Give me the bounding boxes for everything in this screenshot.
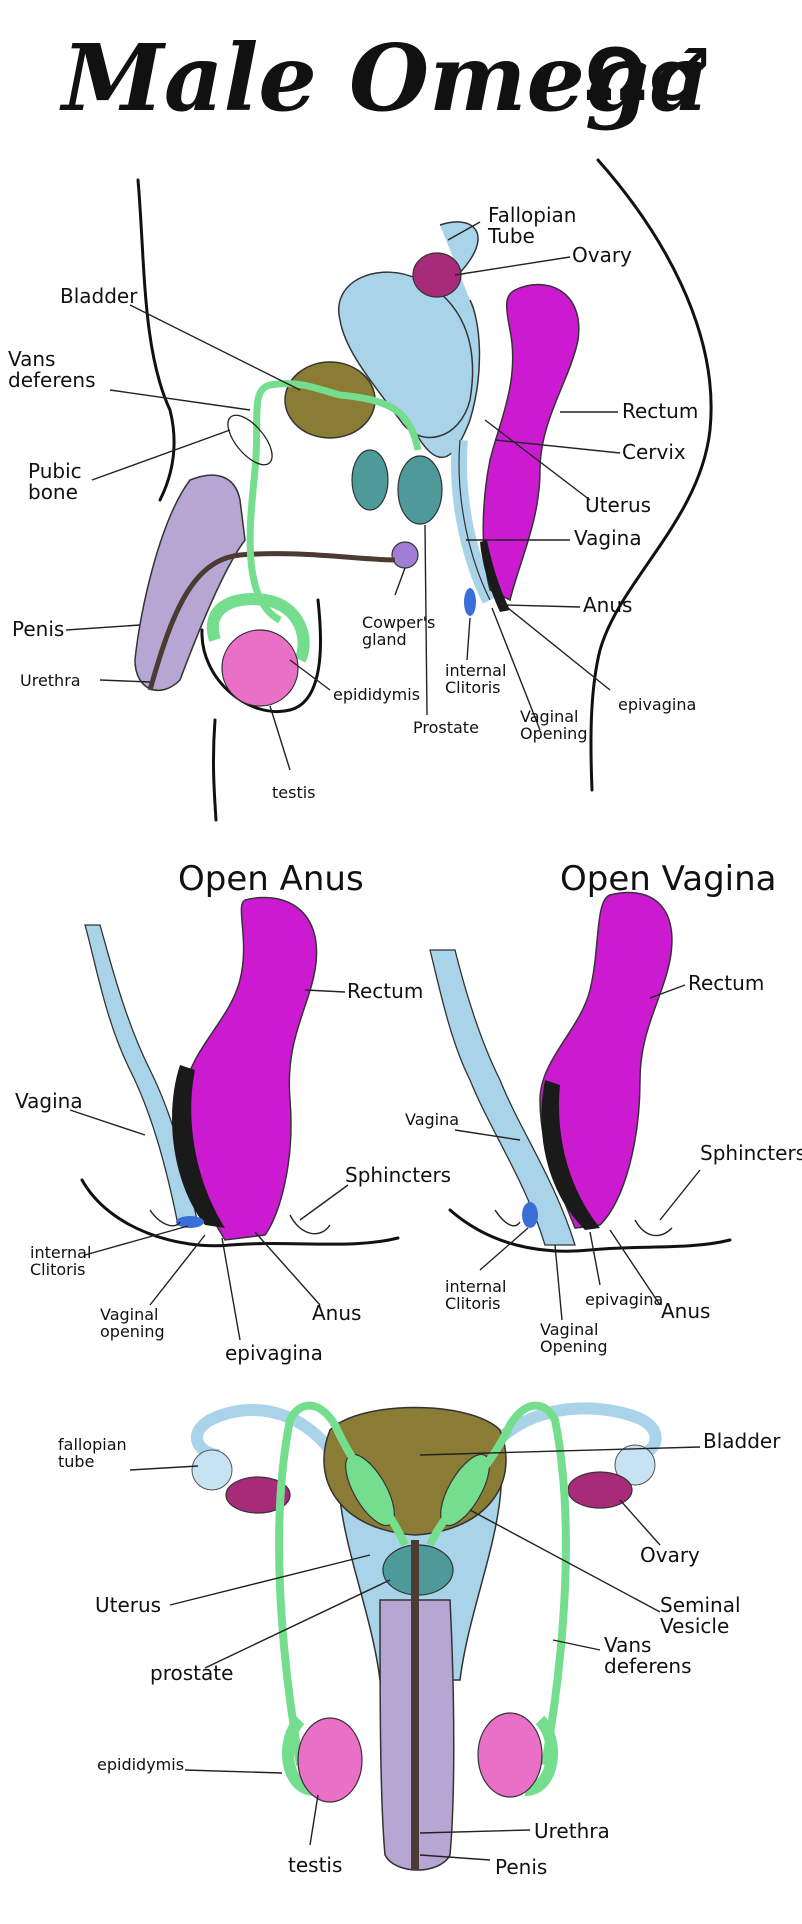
label-ovary: Ovary xyxy=(572,243,632,267)
label-testis: testis xyxy=(272,783,316,802)
internal-clitoris-shape xyxy=(464,588,476,616)
front-label-uterus: Uterus xyxy=(95,1593,161,1617)
open-vagina-title: Open Vagina xyxy=(560,859,776,899)
scrotum-outline xyxy=(200,598,323,713)
label-epididymis: epididymis xyxy=(333,685,420,704)
label-prostate: Prostate xyxy=(413,718,479,737)
open-anus-label-epivagina: epivagina xyxy=(225,1341,323,1365)
cowpers-gland-shape xyxy=(391,541,419,569)
omega-male-symbols: Ω♂ xyxy=(585,33,711,117)
open-anus-leader-lines xyxy=(69,989,349,1341)
open-anus-label-rectum: Rectum xyxy=(347,979,423,1003)
epididymis-shape xyxy=(207,593,310,663)
open-anus-rectum-shape xyxy=(183,896,318,1241)
seminal-vesicle-shape xyxy=(351,449,389,511)
open-vagina-label-epivagina: epivagina xyxy=(585,1290,663,1309)
label-epivagina: epivagina xyxy=(618,695,696,714)
left-testis xyxy=(297,1717,363,1803)
front-label-urethra: Urethra xyxy=(534,1819,610,1843)
front-label-epididymis: epididymis xyxy=(97,1755,184,1774)
diagram-title: Male Omega xyxy=(59,24,709,132)
left-fallopian-tube xyxy=(191,1404,335,1461)
open-vagina-label-rectum: Rectum xyxy=(688,971,764,995)
label-bladder: Bladder xyxy=(60,284,138,308)
testis-shape xyxy=(221,629,299,707)
front-label-testis: testis xyxy=(288,1853,342,1877)
side-leader-lines xyxy=(65,221,621,771)
pubic-bone-shape xyxy=(227,414,273,466)
open-vagina-rectum-shape xyxy=(539,891,673,1229)
leg-outline xyxy=(211,718,218,822)
right-epididymis xyxy=(524,1715,558,1796)
right-testis xyxy=(477,1712,543,1798)
open-vagina-epivagina-shape xyxy=(541,1080,600,1230)
open-anus-clitoris-shape xyxy=(176,1216,204,1228)
right-fimbriae xyxy=(614,1444,656,1486)
epivagina-shape xyxy=(480,540,510,612)
penis-shape xyxy=(134,474,246,691)
open-vagina-vagina-shape xyxy=(429,949,576,1246)
open-anus-label-sphincters: Sphincters xyxy=(345,1163,451,1187)
open-vagina-label-vagina: Vagina xyxy=(405,1110,459,1129)
left-ovary xyxy=(225,1476,291,1514)
front-label-bladder: Bladder xyxy=(703,1429,781,1453)
label-vagina: Vagina xyxy=(574,526,642,550)
open-vagina-clitoris-shape xyxy=(522,1202,538,1228)
back-body-outline xyxy=(589,158,713,792)
front-label-ovary: Ovary xyxy=(640,1543,700,1567)
front-leader-lines xyxy=(129,1446,701,1861)
right-fallopian-tube xyxy=(485,1402,662,1461)
left-fimbriae xyxy=(191,1449,233,1491)
front-label-prostate: prostate xyxy=(150,1661,233,1685)
vas-deferens-path xyxy=(246,380,422,624)
right-vas-deferens xyxy=(426,1401,570,1766)
uterus-body xyxy=(337,271,474,439)
open-anus-label-anus: Anus xyxy=(312,1301,361,1325)
rectum-shape xyxy=(482,283,580,602)
label-anus: Anus xyxy=(583,593,632,617)
open-anus-epivagina-shape xyxy=(172,1065,225,1228)
urethra-path xyxy=(147,551,396,691)
open-vagina-leader-lines xyxy=(454,984,701,1321)
label-urethra: Urethra xyxy=(20,671,81,690)
open-vagina-label-anus: Anus xyxy=(661,1299,710,1323)
front-body-outline xyxy=(136,178,176,502)
left-vas-deferens xyxy=(275,1401,409,1766)
label-cervix: Cervix xyxy=(622,440,686,464)
open-vagina-section: Open Vagina Rectum Vagina Sphincters int… xyxy=(405,859,802,1356)
ovary-shape xyxy=(412,252,462,298)
label-rectum: Rectum xyxy=(622,399,698,423)
open-anus-title: Open Anus xyxy=(178,859,364,899)
open-anus-section: Open Anus Rectum Vagina Sphincters inter… xyxy=(15,859,451,1365)
front-label-penis: Penis xyxy=(495,1855,547,1879)
label-uterus: Uterus xyxy=(585,493,651,517)
open-anus-label-vagina: Vagina xyxy=(15,1089,83,1113)
label-penis: Penis xyxy=(12,617,64,641)
open-vagina-label-sphincters: Sphincters xyxy=(700,1141,802,1165)
prostate-shape xyxy=(397,455,443,525)
